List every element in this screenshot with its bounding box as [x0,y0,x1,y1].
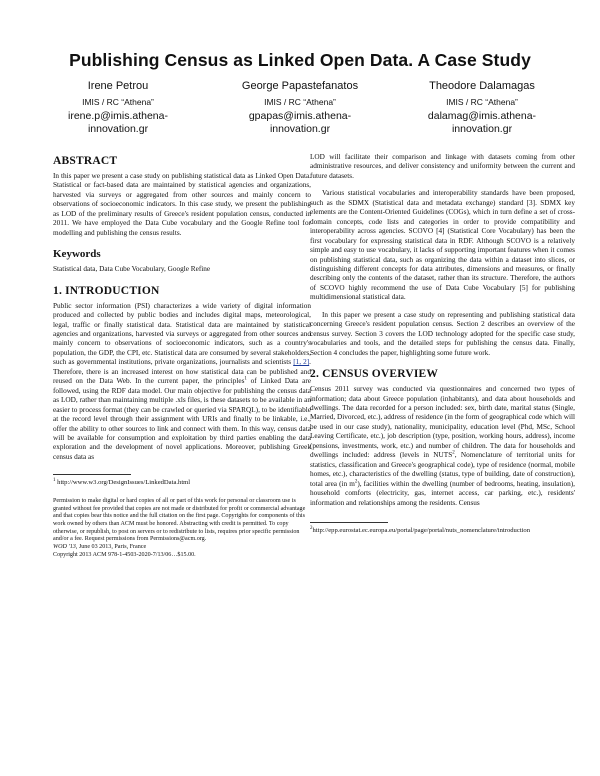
author-name: Irene Petrou [87,80,149,92]
author-email-line2: innovation.gr [269,122,331,135]
keywords-text: Statistical data, Data Cube Vocabulary, … [53,265,211,274]
footnote-ref: 1 [244,376,247,382]
author-affiliation: IMIS / RC “Athena” [82,97,154,107]
author-1: Irene Petrou IMIS / RC “Athena” irene.p@… [30,79,206,135]
author-name: Theodore Dalamagas [429,80,535,92]
footnote-text: http://www.w3.org/DesignIssues/LinkedDat… [55,479,191,487]
author-email-line1: irene.p@imis.athena- [68,110,168,122]
citation-link[interactable]: [1, 2] [293,358,310,367]
footnote-mark: 1 [53,478,56,484]
intro-text-part3: of Linked Data are followed, using the R… [53,377,311,461]
right-paragraph-3: In this paper we present a case study on… [310,310,575,357]
author-email-line2: innovation.gr [87,122,149,135]
venue-name: WOD '13 [53,544,76,551]
right-column: LOD will facilitate their comparison and… [310,153,575,535]
right-paragraph-2: Various statistical vocabularies and int… [310,189,575,302]
author-email-line1: gpapas@imis.athena- [248,110,352,122]
author-name: George Papastefanatos [241,80,359,92]
permission-notice: Permission to make digital or hard copie… [53,497,306,543]
footnote-text: http://epp.eurostat.ec.europa.eu/portal/… [312,526,531,534]
author-2: George Papastefanatos IMIS / RC “Athena”… [212,79,388,135]
introduction-paragraph: Public sector information (PSI) characte… [53,302,311,463]
copyright-line: Copyright 2013 ACM 978-1-4503-2020-7/13/… [53,551,196,558]
author-affiliation: IMIS / RC “Athena” [264,97,336,107]
author-affiliation: IMIS / RC “Athena” [446,97,518,107]
left-column: ABSTRACT In this paper we present a case… [53,155,311,559]
footnote-ref: 2 [452,450,455,456]
introduction-heading: 1. INTRODUCTION [53,284,160,297]
venue-details: , June 03 2013, Paris, France [75,544,147,551]
footnote-1: 1 http://www.w3.org/DesignIssues/LinkedD… [53,478,311,488]
abstract-heading: ABSTRACT [53,155,118,167]
footnote-2: 2http://epp.eurostat.ec.europa.eu/portal… [310,525,575,536]
abstract-text: In this paper we present a case study on… [53,172,311,237]
census-overview-paragraph: Census 2011 survey was conducted via que… [310,385,575,508]
author-email-line1: dalamag@imis.athena- [427,110,537,122]
census-text-part3: ), facilities within the dwelling (numbe… [310,479,575,507]
footnote-divider [53,474,131,476]
intro-text-part2: . Therefore, there is an increased inter… [53,358,311,386]
author-email-line2: innovation.gr [451,122,513,135]
author-block: Irene Petrou IMIS / RC “Athena” irene.p@… [30,79,570,135]
superscript-2: 2 [354,479,358,485]
census-text-part1: Census 2011 survey was conducted via que… [310,385,575,460]
footnote-divider [310,521,388,523]
right-paragraph-1: LOD will facilitate their comparison and… [310,153,575,180]
census-overview-heading: 2. CENSUS OVERVIEW [310,368,439,381]
intro-text-part1: Public sector information (PSI) characte… [53,301,311,367]
footnote-mark: 2 [310,525,313,531]
census-text-part2: , Nomenclature of territorial units for … [310,451,575,488]
paper-title: Publishing Census as Linked Open Data. A… [69,50,531,70]
venue-line: WOD '13, June 03 2013, Paris, France [53,544,311,552]
keywords-heading: Keywords [53,248,101,261]
author-3: Theodore Dalamagas IMIS / RC “Athena” da… [394,79,570,135]
